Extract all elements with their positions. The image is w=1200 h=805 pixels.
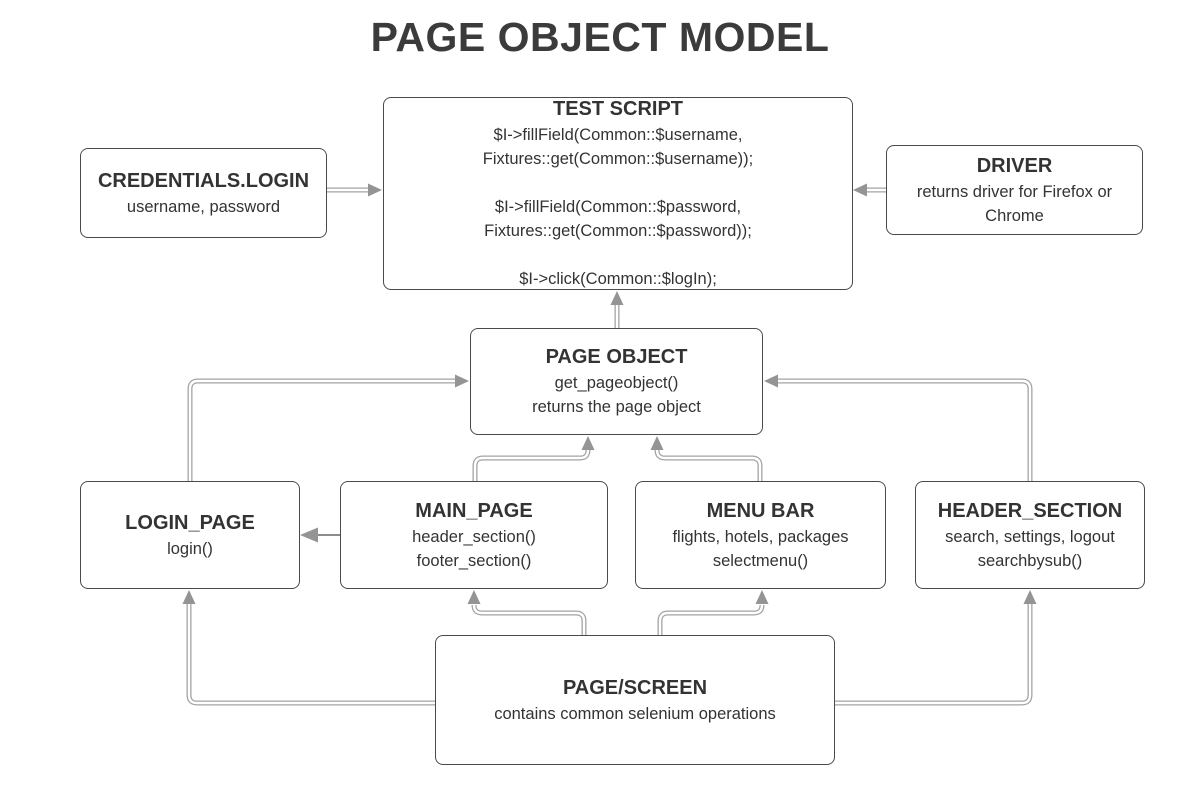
node-title: LOGIN_PAGE [125,511,255,534]
node-title: TEST SCRIPT [552,98,683,120]
node-title: CREDENTIALS.LOGIN [97,169,310,192]
arrowhead [467,590,481,604]
node-subtitle: returns the page object [532,398,701,416]
node-page-screen: PAGE/SCREEN contains common selenium ope… [435,635,835,765]
code-line: $I->click(Common::$logIn); [519,270,717,288]
edge-page-screen-to-login-page [182,590,435,706]
edge-page-object-to-test-script [610,291,624,328]
node-subtitle: contains common selenium operations [494,704,776,723]
node-title: MENU BAR [706,499,815,522]
node-subtitle: get_pageobject() [554,374,679,392]
node-subtitle: returns driver for Firefox or Chrome [916,182,1113,225]
node-page-object: PAGE OBJECT get_pageobject() returns the… [470,328,763,435]
arrowhead [182,590,196,604]
edge-header-section-to-page-object [764,374,1033,481]
node-subtitle: search, settings, logout [945,527,1115,546]
page-title: PAGE OBJECT MODEL [370,14,830,60]
code-line: Fixtures::get(Common::$username)); [482,150,754,168]
node-title: HEADER_SECTION [937,499,1123,522]
arrowhead [1023,590,1037,604]
node-subtitle: searchbysub() [977,551,1083,570]
node-header-section: HEADER_SECTION search, settings, logout … [915,481,1145,589]
arrowhead [764,374,778,388]
node-test-script: TEST SCRIPT $I->fillField(Common::$usern… [383,97,853,290]
edge-driver-to-test-script [853,183,886,197]
arrowhead [581,436,595,450]
code-line: $I->fillField(Common::$password, [494,198,742,216]
arrowhead [610,291,624,305]
arrowhead [650,436,664,450]
edge-login-page-to-page-object [187,374,469,481]
node-subtitle: header_section() [412,527,536,546]
code-line: Fixtures::get(Common::$password)); [484,222,752,240]
edge-credentials-login-to-test-script [327,183,382,197]
arrowhead [368,183,382,197]
edge-main-page-to-login-page [300,527,340,543]
node-menu-bar: MENU BAR flights, hotels, packages selec… [635,481,886,589]
code-line: $I->fillField(Common::$username, [493,126,743,144]
node-title: PAGE OBJECT [545,346,688,368]
arrowhead [455,374,469,388]
node-subtitle: username, password [126,197,281,216]
arrowhead [853,183,867,197]
edge-page-screen-to-header-section [835,590,1037,706]
edge-page-screen-to-main-page [467,590,587,635]
node-credentials-login: CREDENTIALS.LOGIN username, password [80,148,327,238]
arrowhead [755,590,769,604]
edge-main-page-to-page-object [472,436,595,481]
edge-page-screen-to-menu-bar [657,590,769,635]
node-title: DRIVER [976,154,1053,177]
node-main-page: MAIN_PAGE header_section() footer_sectio… [340,481,608,589]
node-title: MAIN_PAGE [415,499,533,522]
node-subtitle: flights, hotels, packages [672,527,849,546]
edge-menu-bar-to-page-object [650,436,763,481]
node-subtitle: login() [167,539,213,558]
node-subtitle: selectmenu() [712,551,809,570]
node-driver: DRIVER returns driver for Firefox or Chr… [886,145,1143,235]
node-login-page: LOGIN_PAGE login() [80,481,300,589]
node-title: PAGE/SCREEN [562,676,708,699]
node-subtitle: footer_section() [416,551,532,570]
arrowhead [300,527,318,543]
